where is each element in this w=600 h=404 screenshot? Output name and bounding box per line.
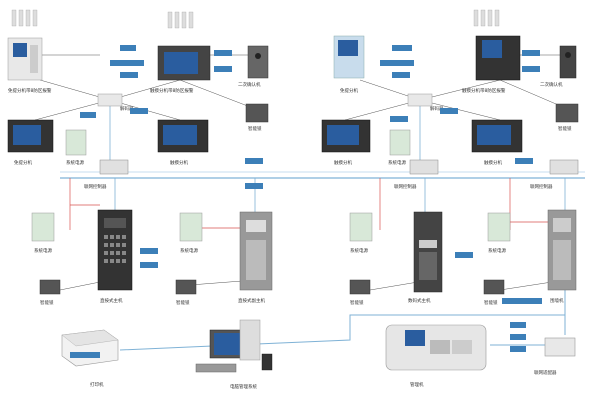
label-second-door-left: 二次确认机 — [238, 81, 261, 88]
smart-lock-2: 智能锁 — [175, 279, 197, 306]
smart-lock-4: 智能锁 — [483, 279, 505, 306]
label-touch-ext-right: 触摸分机带8防区报警 — [462, 87, 506, 94]
network-hub-left: 联网控制器 — [84, 159, 129, 190]
printer: 打印机 — [61, 329, 119, 388]
main-panel-2: 直按式副主机 — [238, 211, 273, 304]
label-hub-right: 联网控制器 — [530, 183, 553, 190]
label-smart-lock-4: 智能锁 — [484, 299, 498, 306]
touch-ext-right-2: 触摸分机 — [321, 119, 371, 166]
phone-icons-3 — [473, 9, 500, 27]
network-hub-mid: 联网控制器 — [394, 159, 439, 190]
main-panel-1: 直按式主机 — [97, 209, 133, 304]
smart-switch-top-left: 智能锁 — [245, 103, 269, 132]
label-pc: 电脑管理系统 — [230, 383, 257, 390]
label-hub-mid: 联网控制器 — [394, 183, 417, 190]
label-smart-switch-top-left: 智能锁 — [248, 125, 262, 132]
sys-power-top-left: 系统电源 — [65, 129, 87, 166]
video-extension-left: 免提分机带8防区报警 — [7, 9, 52, 94]
touch-ext-right-3: 触摸分机 — [471, 119, 523, 166]
sys-power-right: 系统电源 — [487, 212, 511, 254]
label-video-ext-right: 免提分机 — [340, 87, 358, 94]
label-network-adapter: 联网适配器 — [534, 369, 557, 376]
smart-switch-top-right: 智能锁 — [555, 103, 579, 132]
label-main-panel-3: 数码式主机 — [408, 297, 431, 304]
label-touch-ext-right3: 触摸分机 — [484, 159, 502, 166]
touch-extension-right: 触摸分机带8防区报警 — [462, 9, 521, 94]
label-touch-ext-left2: 触摸分机 — [170, 159, 188, 166]
touch-ext-left-2: 触摸分机 — [157, 119, 209, 166]
sys-power-top-right: 系统电源 — [388, 129, 411, 166]
sys-power-mid2: 系统电源 — [349, 212, 373, 254]
sys-power-mid: 系统电源 — [179, 212, 203, 254]
main-panel-4: 围墙机 — [547, 209, 577, 304]
label-touch-ext-left: 触摸分机带8防区报警 — [150, 87, 194, 94]
decoder-right: 解码器 — [407, 93, 444, 112]
network-adapter: 联网适配器 — [534, 337, 576, 376]
label-second-door-right: 二次确认机 — [540, 81, 563, 88]
label-printer: 打印机 — [90, 381, 104, 388]
network-hub-right: 联网控制器 — [530, 159, 579, 190]
label-smart-lock-1: 智能锁 — [40, 299, 54, 306]
label-sys-power-mid: 系统电源 — [180, 247, 198, 254]
label-sys-power-mid2: 系统电源 — [350, 247, 368, 254]
door-camera-left: 二次确认机 — [238, 45, 269, 88]
label-sys-power-top-right: 系统电源 — [388, 159, 406, 166]
main-panel-3: 数码式主机 — [408, 211, 443, 304]
manager-console: 管理机 — [385, 324, 487, 388]
touch-extension-left: 触摸分机带8防区报警 — [150, 11, 211, 94]
label-hub-left: 联网控制器 — [84, 183, 107, 190]
smart-lock-1: 智能锁 — [39, 279, 61, 306]
label-manager: 管理机 — [410, 381, 424, 388]
label-video-ext-left: 免提分机带8防区报警 — [8, 87, 52, 94]
label-smart-lock-2: 智能锁 — [176, 299, 190, 306]
badges — [80, 45, 542, 352]
label-video-ext-left2: 免提分机 — [14, 159, 32, 166]
label-touch-ext-right2: 触摸分机 — [334, 159, 352, 166]
label-smart-switch-top-right: 智能锁 — [558, 125, 572, 132]
label-sys-power-right: 系统电源 — [488, 247, 506, 254]
video-ext-left-2: 免提分机 — [7, 119, 54, 166]
label-decoder-left: 解码器 — [120, 105, 134, 112]
label-smart-lock-3: 智能锁 — [350, 299, 364, 306]
label-main-panel-4: 围墙机 — [550, 297, 564, 304]
door-camera-right: 二次确认机 — [540, 45, 577, 88]
label-sys-power-left: 系统电源 — [34, 247, 52, 254]
decoder-left: 解码器 — [97, 93, 134, 112]
smart-lock-3: 智能锁 — [349, 279, 371, 306]
label-main-panel-2: 直按式副主机 — [238, 297, 265, 304]
pc: 电脑管理系统 — [195, 319, 273, 390]
sys-power-left: 系统电源 — [31, 212, 55, 254]
label-main-panel-1: 直按式主机 — [100, 297, 123, 304]
phone-icons — [11, 9, 38, 27]
connection-lines — [34, 54, 585, 351]
label-decoder-right: 解码器 — [430, 105, 444, 112]
label-sys-power-top-left: 系统电源 — [66, 159, 84, 166]
phone-icons-2 — [167, 11, 194, 29]
video-extension-right: 免提分机 — [333, 35, 365, 94]
